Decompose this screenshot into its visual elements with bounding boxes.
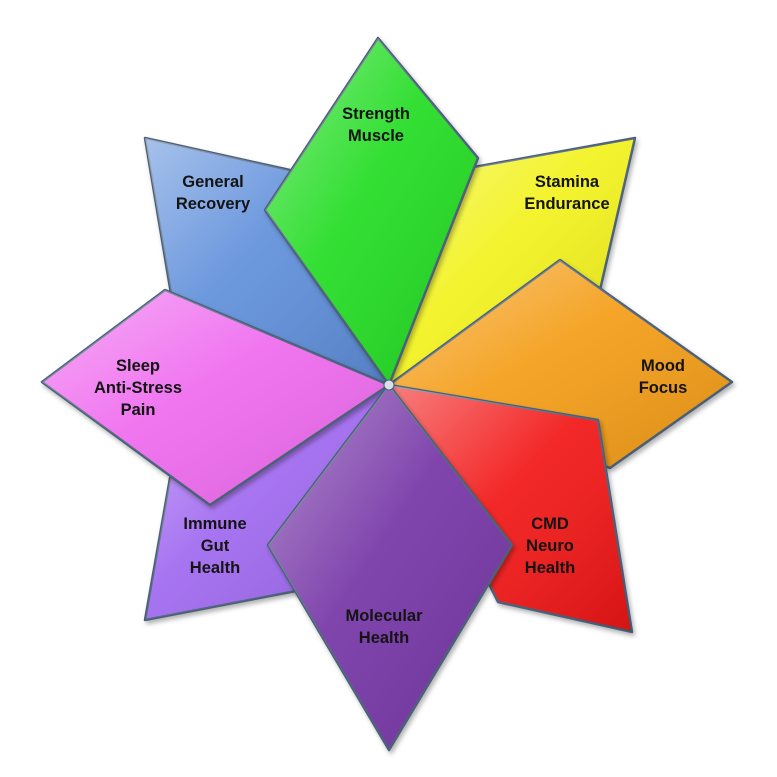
petal-strength-muscle-label-line: Strength — [342, 105, 410, 123]
petal-sleep-anti-stress-pain-label-line: Pain — [121, 401, 156, 419]
petal-immune-gut-health-label-line: Gut — [201, 537, 230, 555]
center-hub — [383, 379, 395, 391]
petal-strength-muscle-label-line: Muscle — [348, 127, 404, 145]
petal-cmd-neuro-health-gloss — [389, 385, 632, 632]
petal-stamina-endurance-label-line: Stamina — [535, 173, 600, 191]
petal-mood-focus-label-line: Mood — [641, 357, 685, 375]
petal-cmd-neuro-health-label-line: Health — [525, 559, 575, 577]
petal-sleep-anti-stress-pain-label-line: Anti-Stress — [94, 379, 182, 397]
petal-cmd-neuro-health-label-line: Neuro — [526, 537, 574, 555]
petal-sleep-anti-stress-pain-label-line: Sleep — [116, 357, 160, 375]
petal-strength-muscle-gloss — [265, 38, 478, 385]
petal-general-recovery-label-line: Recovery — [176, 195, 251, 213]
petal-molecular-health-label-line: Health — [359, 629, 409, 647]
petal-molecular-health-label-line: Molecular — [345, 607, 423, 625]
petal-mood-focus-label-line: Focus — [639, 379, 688, 397]
petal-immune-gut-health-label-line: Immune — [183, 515, 246, 533]
petal-immune-gut-health-gloss — [145, 385, 389, 620]
petal-cmd-neuro-health-label-line: CMD — [531, 515, 569, 533]
petal-stamina-endurance-label-line: Endurance — [524, 195, 609, 213]
petal-general-recovery-label-line: General — [182, 173, 243, 191]
petal-immune-gut-health-label-line: Health — [190, 559, 240, 577]
petal-sleep-anti-stress-pain-gloss — [42, 290, 389, 505]
petal-molecular-health-gloss — [268, 385, 512, 750]
